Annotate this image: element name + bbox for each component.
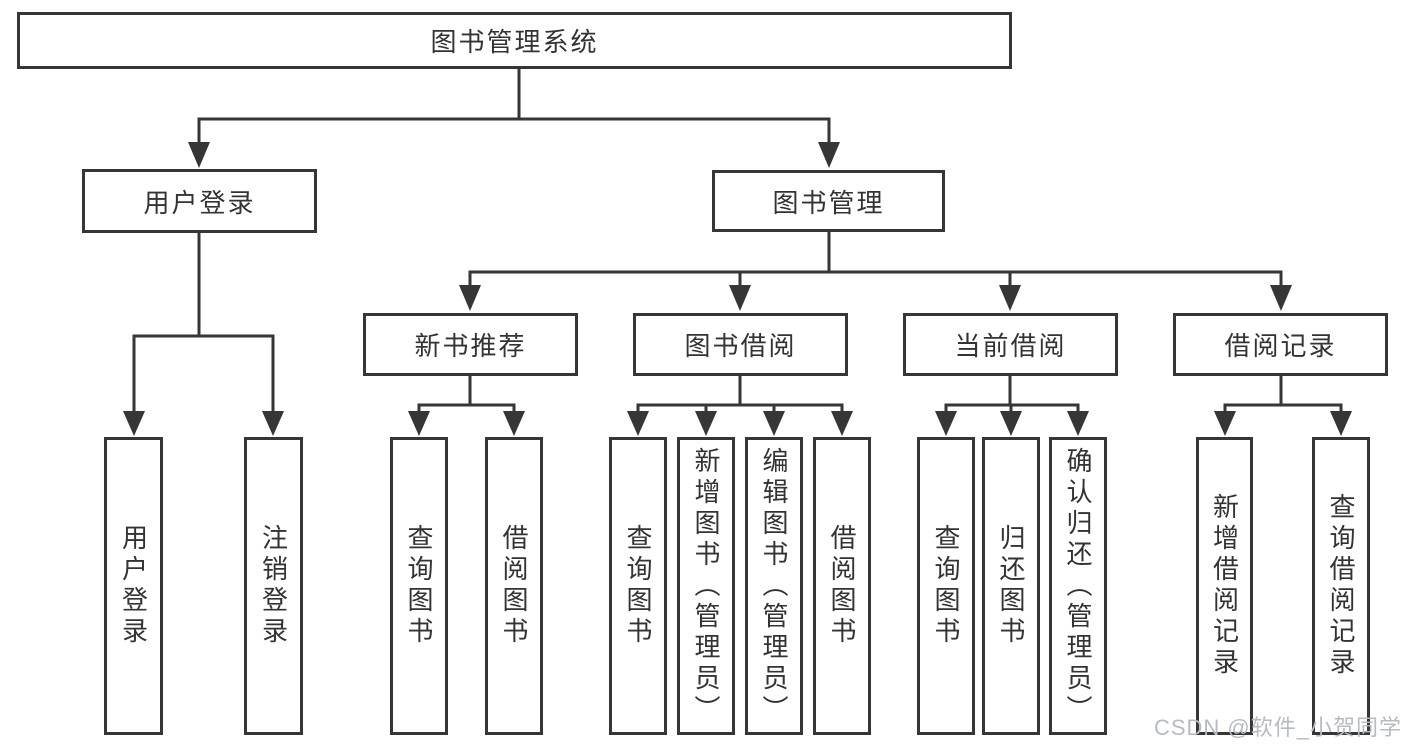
leaf-label: 查询图书: [931, 524, 961, 648]
leaf-label: 确认归还（管理员）: [1063, 446, 1093, 726]
leaf-label: 归还图书: [996, 524, 1026, 648]
node-book-management-system: 图书管理系统: [17, 12, 1012, 69]
leaf-user-login: 用户登录: [104, 437, 163, 735]
leaf-current-return-book: 归还图书: [982, 437, 1040, 735]
leaf-label: 用户登录: [118, 524, 149, 648]
leaf-records-query-borrow-record: 查询借阅记录: [1312, 437, 1370, 735]
watermark-text: CSDN @软件_小贺同学: [1153, 715, 1402, 740]
node-label: 当前借阅: [954, 331, 1067, 361]
leaf-borrowing-query-books: 查询图书: [609, 437, 667, 735]
node-label: 借阅记录: [1224, 331, 1337, 361]
node-label: 图书管理: [772, 187, 885, 218]
leaf-label: 借阅图书: [827, 524, 857, 648]
leaf-borrowing-add-book-admin: 新增图书（管理员）: [677, 437, 735, 735]
leaf-recommend-query-books: 查询图书: [390, 437, 448, 735]
node-book-management: 图书管理: [712, 170, 945, 232]
node-label: 新书推荐: [414, 331, 527, 361]
leaf-label: 查询图书: [623, 524, 653, 648]
leaf-label: 注销登录: [258, 524, 289, 648]
leaf-recommend-borrow-books: 借阅图书: [485, 437, 543, 735]
leaf-label: 新增借阅记录: [1209, 493, 1240, 679]
node-label: 用户登录: [143, 187, 256, 218]
node-borrowing-records: 借阅记录: [1173, 313, 1388, 376]
leaf-current-confirm-return-admin: 确认归还（管理员）: [1049, 437, 1107, 735]
leaf-borrowing-edit-book-admin: 编辑图书（管理员）: [745, 437, 803, 735]
leaf-label: 查询图书: [404, 524, 434, 648]
leaf-logout-login: 注销登录: [244, 437, 303, 735]
leaf-borrowing-borrow-books: 借阅图书: [813, 437, 871, 735]
leaf-label: 新增图书（管理员）: [691, 446, 721, 726]
node-label: 图书管理系统: [430, 27, 599, 57]
node-new-book-recommend: 新书推荐: [363, 313, 578, 376]
node-label: 图书借阅: [684, 331, 797, 361]
leaf-label: 查询借阅记录: [1326, 493, 1356, 679]
leaf-records-add-borrow-record: 新增借阅记录: [1196, 437, 1253, 735]
node-user-login: 用户登录: [82, 169, 317, 233]
leaf-label: 借阅图书: [499, 524, 529, 648]
node-current-borrowing: 当前借阅: [903, 313, 1118, 376]
leaf-current-query-books: 查询图书: [917, 437, 975, 735]
leaf-label: 编辑图书（管理员）: [759, 446, 789, 726]
node-book-borrowing: 图书借阅: [633, 313, 848, 376]
